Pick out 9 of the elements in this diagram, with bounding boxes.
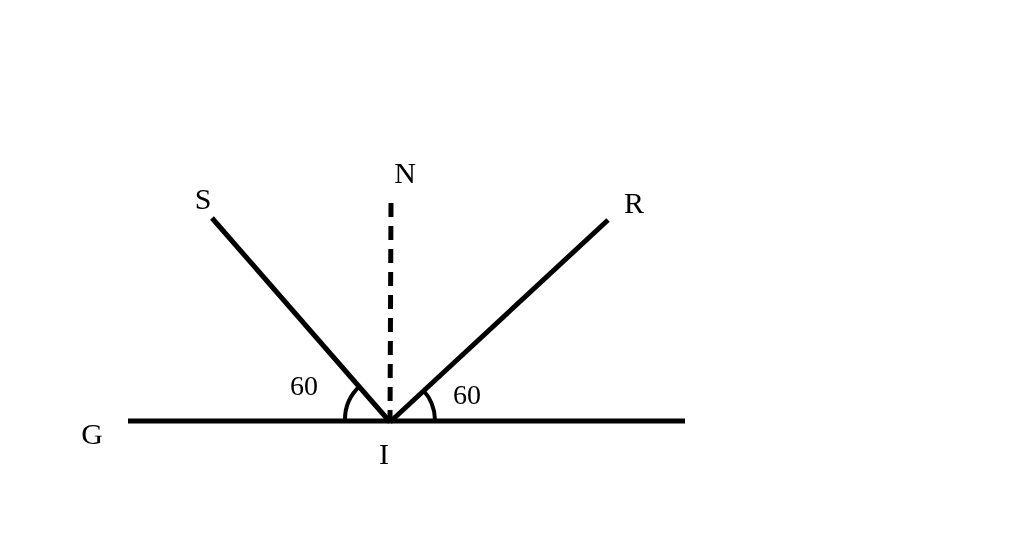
angle-value: 60 [290, 371, 318, 401]
point-label: N [391, 156, 419, 190]
dashed-normal-line [387, 203, 394, 422]
point-label: G [78, 417, 106, 451]
line-segment [128, 418, 685, 424]
angle-value: 60 [453, 380, 481, 410]
point-label: S [190, 182, 216, 216]
point-label: R [620, 186, 648, 220]
point-label: I [372, 422, 396, 470]
